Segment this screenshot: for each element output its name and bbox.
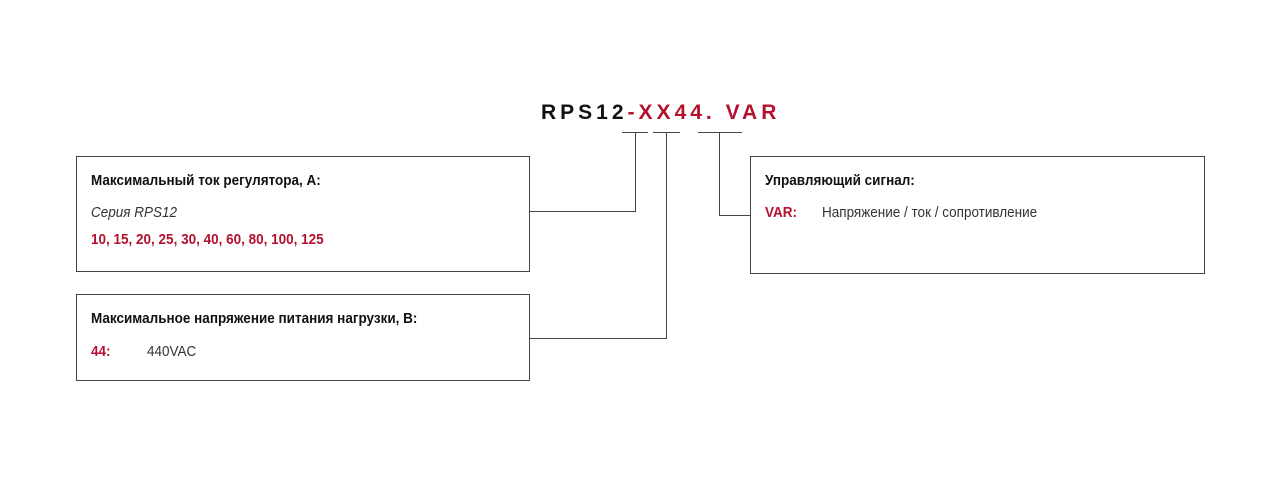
signal-value: Напряжение / ток / сопротивление xyxy=(822,204,1038,221)
underline-signal xyxy=(698,132,742,133)
signal-box: Управляющий сигнал: VAR: Напряжение / то… xyxy=(750,156,1205,274)
connector-current-h xyxy=(529,211,636,212)
current-values: 10, 15, 20, 25, 30, 40, 60, 80, 100, 125 xyxy=(91,231,324,248)
connector-signal xyxy=(719,132,720,216)
connector-voltage-h xyxy=(529,338,667,339)
connector-voltage xyxy=(666,132,667,339)
signal-title: Управляющий сигнал: xyxy=(765,172,915,189)
code-voltage: 44. xyxy=(674,101,716,124)
code-signal: VAR xyxy=(715,101,781,124)
signal-code: VAR: xyxy=(765,204,798,221)
code-prefix: RPS12 xyxy=(541,101,628,124)
model-code: RPS12-XX44. VAR xyxy=(541,101,780,125)
voltage-box: Максимальное напряжение питания нагрузки… xyxy=(76,294,530,381)
connector-signal-h xyxy=(719,215,750,216)
voltage-value: 440VAC xyxy=(147,343,197,360)
connector-current xyxy=(635,132,636,212)
current-box: Максимальный ток регулятора, А: Серия RP… xyxy=(76,156,530,272)
code-current: -XX xyxy=(627,101,675,124)
current-title: Максимальный ток регулятора, А: xyxy=(91,172,321,189)
current-series: Серия RPS12 xyxy=(91,204,178,221)
voltage-code: 44: xyxy=(91,343,111,360)
voltage-title: Максимальное напряжение питания нагрузки… xyxy=(91,310,418,327)
